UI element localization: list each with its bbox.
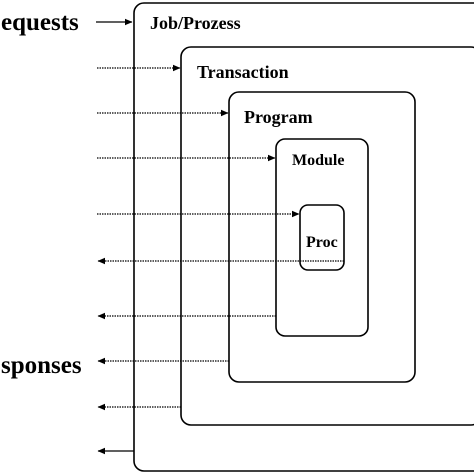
proc-box [299,204,345,271]
program-box [228,91,416,383]
job-box [133,2,474,472]
responses-label: sponses [1,352,82,379]
requests-label: equests [1,9,79,36]
proc-box-label: Proc [306,234,338,251]
module-box-label: Module [292,152,345,169]
program-box-label: Program [244,107,313,127]
transaction-box-label: Transaction [197,62,289,82]
module-box [275,138,369,337]
transaction-box [180,46,474,426]
job-box-label: Job/Prozess [150,13,241,33]
